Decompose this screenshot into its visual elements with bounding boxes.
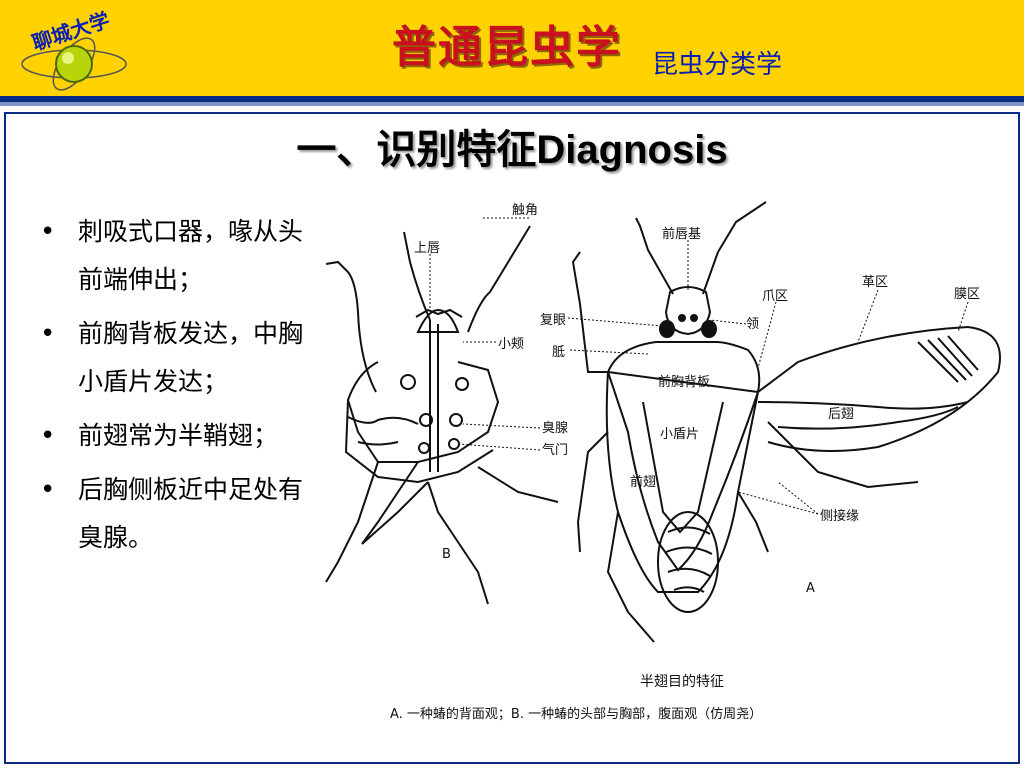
university-logo: 聊城大学 [21, 8, 127, 91]
label-corium: 革区 [862, 275, 888, 290]
label-hindwing: 后翅 [828, 406, 854, 422]
bullet-item: 前胸背板发达，中胸小盾片发达； [40, 310, 315, 406]
chapter-name: 昆虫分类学 [652, 50, 783, 80]
label-compound-eye: 复眼 [540, 313, 566, 328]
header-divider-light [0, 102, 1024, 106]
label-view-b: B [442, 547, 451, 562]
label-scent-gland: 臭腺 [542, 421, 568, 436]
label-view-a: A [806, 581, 815, 596]
ventral-view-drawing [325, 225, 559, 605]
bullet-item: 后胸侧板近中足处有臭腺。 [40, 466, 315, 562]
label-ocellus: 胝 [552, 345, 565, 360]
label-connexivum: 侧接缘 [820, 508, 859, 524]
label-labrum: 上唇 [414, 241, 440, 256]
header-divider [0, 96, 1024, 102]
header-bar: 聊城大学 普通昆虫学 昆虫分类学 [0, 0, 1024, 96]
diagram-leader-lines [429, 217, 969, 515]
label-spiracle: 气门 [542, 442, 568, 458]
label-bucculae: 小颊 [498, 337, 524, 352]
label-clypeus: 前唇基 [662, 226, 701, 242]
course-title: 普通昆虫学 [392, 22, 622, 73]
bullet-list: 刺吸式口器，喙从头前端伸出； 前胸背板发达，中胸小盾片发达； 前翅常为半鞘翅； … [40, 208, 315, 568]
label-pronotum: 前胸背板 [658, 374, 710, 390]
slide-frame [4, 112, 1020, 764]
figure-caption-text: A. 一种蝽的背面观；B. 一种蝽的头部与胸部，腹面观（仿周尧） [390, 706, 762, 722]
label-collar: 领 [746, 317, 759, 332]
bullet-item: 前翅常为半鞘翅； [40, 412, 315, 460]
label-scutellum: 小盾片 [660, 427, 699, 442]
slide-title: 一、识别特征Diagnosis [296, 128, 728, 172]
figure-caption-title: 半翅目的特征 [640, 674, 724, 690]
label-membrane: 膜区 [954, 287, 980, 302]
label-claw: 爪区 [762, 289, 788, 304]
bullet-item: 刺吸式口器，喙从头前端伸出； [40, 208, 315, 304]
label-forewing: 前翅 [630, 474, 656, 490]
insect-diagram: 触角 上唇 前唇基 复眼 领 小颊 胝 前胸背板 小盾片 前翅 后翅 爪区 革区… [318, 192, 1018, 730]
dorsal-view-drawing [571, 201, 1001, 643]
label-antenna: 触角 [512, 203, 538, 218]
